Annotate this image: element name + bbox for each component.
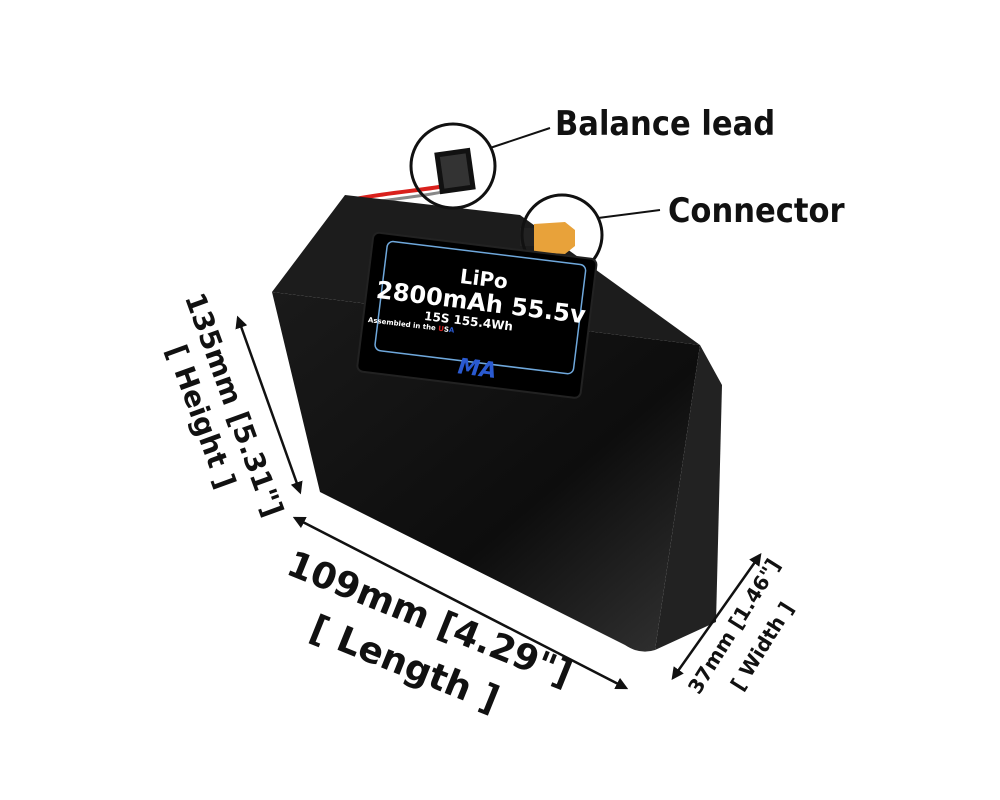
connector-callout: Connector: [668, 190, 845, 230]
balance-lead-circle: [409, 122, 497, 210]
balance-lead-callout: Balance lead: [555, 103, 775, 143]
label-chemistry: LiPo: [459, 264, 510, 294]
balance-lead-pointer: [489, 127, 551, 149]
balance-lead-plug: [434, 147, 476, 195]
width-arrow: [671, 552, 762, 681]
connector-pointer: [597, 209, 661, 219]
label-logo: MA: [456, 354, 498, 384]
height-arrow: [235, 315, 303, 495]
battery-label: LiPo 2800mAh 55.5v 15S 155.4Wh Assembled…: [356, 231, 598, 399]
length-arrow: [292, 516, 629, 690]
